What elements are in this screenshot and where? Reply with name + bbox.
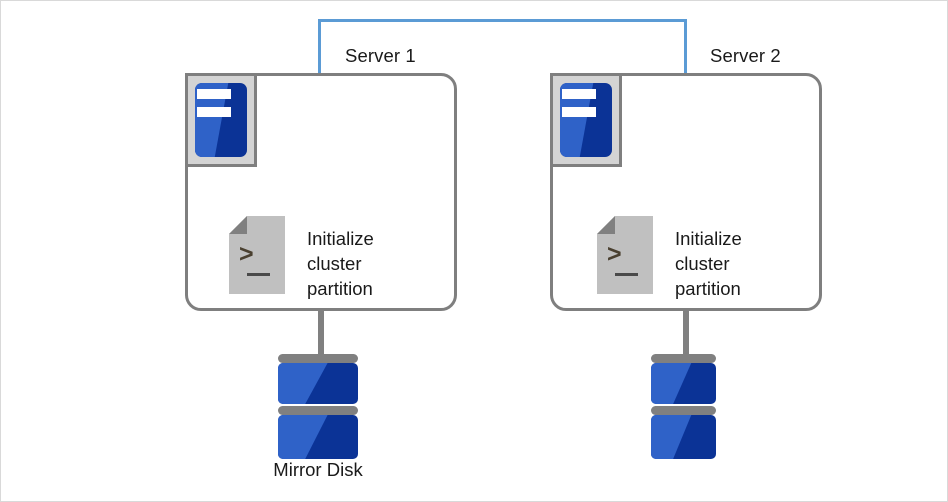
interconnect-top-segment-icon [318,19,687,22]
script-prompt-glyph: > [607,240,622,268]
server-led-bar-bottom [197,107,231,117]
server-2-action-line-2: cluster [675,253,730,274]
server-1-action-line-3: partition [307,278,373,299]
disk-platter-upper [278,363,358,404]
disk-band-top [651,354,716,363]
server-2-disk-stack-icon [651,354,716,459]
script-prompt-glyph: > [239,240,254,268]
server-2-box[interactable] [550,73,822,311]
disk-platter-lower [278,415,358,459]
script-caret-glyph [247,273,270,276]
server-1-machine-icon [185,73,257,167]
server-2-action-line-1: Initialize [675,228,742,249]
disk-band-middle [278,406,358,415]
server-2-machine-icon [550,73,622,167]
disk-platter-lower [651,415,716,459]
server-led-bar-bottom [562,107,596,117]
script-caret-glyph [615,273,638,276]
server-1-label: Server 1 [345,45,416,66]
disk-band-top [278,354,358,363]
server-led-bar-top [562,89,596,99]
disk-platter-upper [651,363,716,404]
server-1-disk-label: Mirror Disk [273,459,363,480]
server-1-action-line-2: cluster [307,253,362,274]
server-1-action-line-1: Initialize [307,228,374,249]
disk-band-middle [651,406,716,415]
server-2-disk-connector [683,310,689,360]
server-2-console-script-icon: > [597,216,653,294]
interconnect-right-segment-icon [684,19,687,75]
interconnect-left-segment-icon [318,19,321,75]
server-1-disk-connector [318,310,324,360]
script-corner-fold-shape [597,216,615,234]
server-2-label: Server 2 [710,45,781,66]
server-1-disk-stack-icon [278,354,358,459]
script-corner-fold-shape [229,216,247,234]
server-1-console-script-icon: > [229,216,285,294]
server-2-action-line-3: partition [675,278,741,299]
server-led-bar-top [197,89,231,99]
